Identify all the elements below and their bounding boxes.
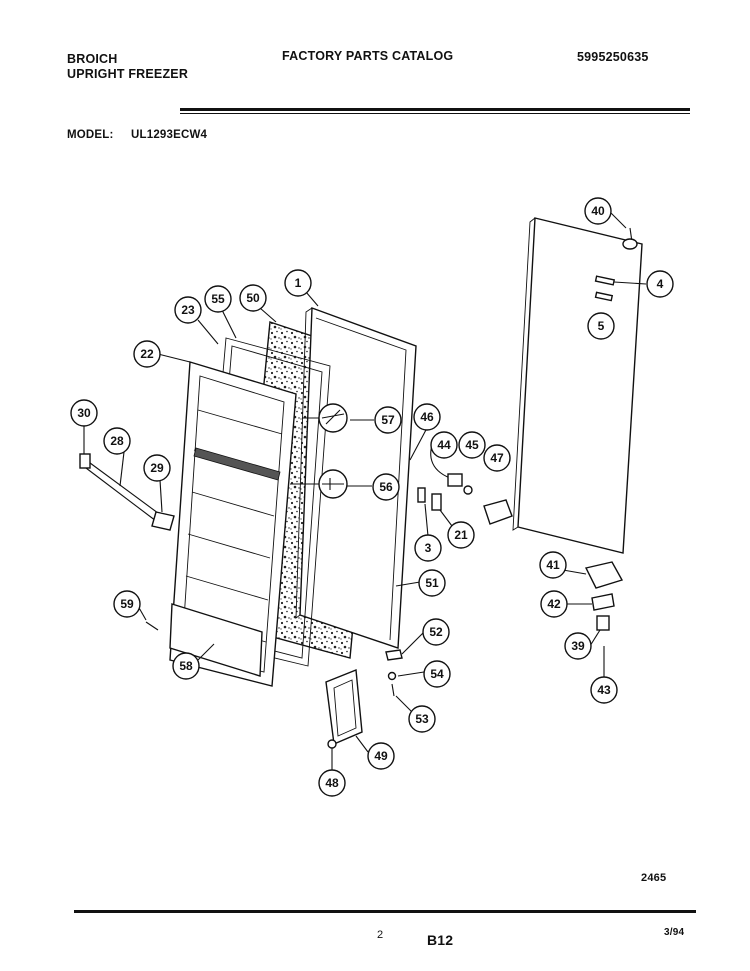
callout-44: 44 xyxy=(430,431,458,459)
callout-28: 28 xyxy=(103,427,131,455)
svg-text:51: 51 xyxy=(425,576,439,590)
callout-3: 3 xyxy=(414,534,442,562)
svg-text:22: 22 xyxy=(140,347,154,361)
hardware-small-parts xyxy=(145,621,403,749)
svg-text:3: 3 xyxy=(425,541,432,555)
callout-1: 1 xyxy=(284,269,312,297)
header-rule xyxy=(180,108,690,111)
callout-4: 4 xyxy=(646,270,674,298)
callout-51: 51 xyxy=(418,569,446,597)
svg-text:40: 40 xyxy=(591,204,605,218)
callout-55: 55 xyxy=(204,285,232,313)
svg-text:50: 50 xyxy=(246,291,260,305)
callout-5: 5 xyxy=(587,312,615,340)
screw-parts xyxy=(318,403,348,499)
svg-text:45: 45 xyxy=(465,438,479,452)
callout-41: 41 xyxy=(539,551,567,579)
model-label: MODEL: xyxy=(67,129,114,141)
svg-text:48: 48 xyxy=(325,776,339,790)
revision-date: 3/94 xyxy=(664,927,685,938)
svg-text:23: 23 xyxy=(181,303,195,317)
svg-text:21: 21 xyxy=(454,528,468,542)
callout-47: 47 xyxy=(483,444,511,472)
callout-30: 30 xyxy=(70,399,98,427)
svg-text:4: 4 xyxy=(657,277,664,291)
svg-text:49: 49 xyxy=(374,749,388,763)
callout-53: 53 xyxy=(408,705,436,733)
callout-22: 22 xyxy=(133,340,161,368)
svg-text:43: 43 xyxy=(597,683,611,697)
svg-text:52: 52 xyxy=(429,625,443,639)
svg-text:47: 47 xyxy=(490,451,504,465)
header-rule-thin xyxy=(180,113,690,114)
svg-text:41: 41 xyxy=(546,558,560,572)
part-40-plug xyxy=(622,227,638,250)
svg-text:58: 58 xyxy=(179,659,193,673)
callout-21: 21 xyxy=(447,521,475,549)
callout-45: 45 xyxy=(458,431,486,459)
callout-49: 49 xyxy=(367,742,395,770)
callout-29: 29 xyxy=(143,454,171,482)
svg-text:30: 30 xyxy=(77,406,91,420)
catalog-number: 5995250635 xyxy=(577,50,649,64)
callout-57: 57 xyxy=(374,406,402,434)
svg-text:39: 39 xyxy=(571,639,585,653)
svg-text:54: 54 xyxy=(430,667,444,681)
svg-text:53: 53 xyxy=(415,712,429,726)
callout-54: 54 xyxy=(423,660,451,688)
callout-56: 56 xyxy=(372,473,400,501)
brand-name: BROICH xyxy=(67,52,118,66)
svg-text:56: 56 xyxy=(379,480,393,494)
callout-50: 50 xyxy=(239,284,267,312)
page-number: 2 xyxy=(377,929,384,941)
svg-text:55: 55 xyxy=(211,292,225,306)
product-type: UPRIGHT FREEZER xyxy=(67,67,189,81)
drawing-number: 2465 xyxy=(641,872,667,884)
callout-43: 43 xyxy=(590,676,618,704)
svg-text:42: 42 xyxy=(547,597,561,611)
callout-52: 52 xyxy=(422,618,450,646)
section-code: B12 xyxy=(427,932,454,948)
callout-58: 58 xyxy=(172,652,200,680)
callout-48: 48 xyxy=(318,769,346,797)
footer-rule xyxy=(74,910,696,913)
lower-hinge-assembly xyxy=(584,561,624,666)
svg-text:5: 5 xyxy=(598,319,605,333)
svg-text:28: 28 xyxy=(110,434,124,448)
svg-text:44: 44 xyxy=(437,438,451,452)
svg-text:59: 59 xyxy=(120,597,134,611)
callout-46: 46 xyxy=(413,403,441,431)
svg-text:1: 1 xyxy=(295,276,302,290)
svg-text:46: 46 xyxy=(420,410,434,424)
catalog-title: FACTORY PARTS CATALOG xyxy=(282,49,454,63)
callout-42: 42 xyxy=(540,590,568,618)
callout-39: 39 xyxy=(564,632,592,660)
outer-door-panel xyxy=(512,217,643,554)
callout-59: 59 xyxy=(113,590,141,618)
model-number: UL1293ECW4 xyxy=(131,129,208,141)
door-shelf-rail xyxy=(79,453,175,531)
inner-door-liner xyxy=(169,361,297,687)
callout-40: 40 xyxy=(584,197,612,225)
callout-23: 23 xyxy=(174,296,202,324)
svg-text:57: 57 xyxy=(381,413,395,427)
svg-text:29: 29 xyxy=(150,461,164,475)
